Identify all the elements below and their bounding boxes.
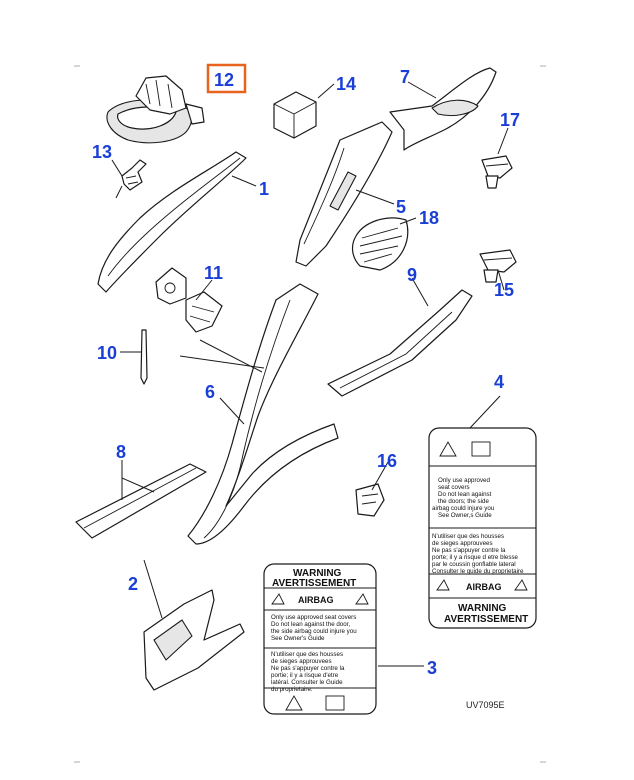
callout-1: 1: [259, 179, 269, 199]
part-16-clip: [355, 483, 385, 517]
label-right-line-2: seat covers: [438, 484, 470, 491]
label-right-line-4: the doors; the side: [438, 498, 489, 505]
callout-8: 8: [116, 442, 126, 462]
label-right-fr-1: N'utiliser que des housses: [432, 533, 504, 540]
label-right-line-3: Do not lean against: [438, 491, 492, 498]
callout-3: 3: [427, 658, 437, 678]
highlight-box-12: [206, 63, 247, 94]
label-right-fr-4: porte; il y a risque d etre blesse: [432, 554, 519, 561]
part-5-b-pillar-upper-trim: [295, 121, 393, 267]
label-left-heading-1: WARNING: [293, 568, 342, 579]
part-17-push-clip: [481, 155, 513, 189]
part-4-warning-label: Only use approved seat covers Do not lea…: [428, 427, 537, 629]
label-left-fr-2: de sieges approuvees: [271, 658, 332, 665]
part-13-clip: [115, 159, 147, 199]
label-right-footer-2: AVERTISSEMENT: [444, 614, 528, 625]
callouts: 1 2 3 4 5 6 7 8 9 10 11 12 13 14 15 16 1…: [92, 67, 520, 678]
part-3-warning-label: WARNING AVERTISSEMENT AIRBAG Only use ap…: [263, 563, 377, 715]
callout-7: 7: [400, 67, 410, 87]
label-left-line-1: Only use approved seat covers: [271, 614, 356, 621]
label-right-line-6: See Owner,s Guide: [438, 512, 492, 519]
callout-11: 11: [204, 263, 223, 283]
callout-12: 12: [214, 70, 234, 90]
crop-marks: [74, 65, 546, 763]
label-left-airbag: AIRBAG: [298, 595, 334, 605]
callout-5: 5: [396, 197, 406, 217]
part-7-upper-trim: [389, 67, 497, 151]
callout-9: 9: [407, 265, 417, 285]
callout-14: 14: [336, 74, 356, 94]
callout-10: 10: [97, 343, 117, 363]
label-right-line-5: airbag could injure you: [432, 505, 495, 512]
label-right-fr-2: de sieges approuvees: [432, 540, 493, 547]
part-6-b-pillar-lower-trim: [187, 283, 339, 545]
label-left-fr-1: N'utiliser que des housses: [271, 651, 343, 658]
part-11-belt-guide: [155, 267, 223, 333]
part-2-lower-trim: [143, 589, 245, 691]
label-right-fr-3: Ne pas s'appuyer contre la: [432, 547, 506, 554]
callout-18: 18: [419, 208, 439, 228]
label-left-fr-3: Ne pas s'appuyer contre la: [271, 665, 345, 672]
part-10-pin: [140, 329, 148, 385]
label-left-fr-5: latéral. Consulter le Guide: [271, 679, 343, 686]
part-14-foam-pad: [273, 91, 317, 139]
label-right-line-1: Only use approved: [438, 477, 490, 484]
part-18-grille: [351, 217, 409, 271]
label-right-fr-5: par le coussin gonflable lateral: [432, 561, 516, 568]
label-left-fr-4: portie; il y a risque d'etre: [271, 672, 339, 679]
leader-lines: [111, 81, 509, 667]
callout-16: 16: [377, 451, 397, 471]
callout-6: 6: [205, 382, 215, 402]
part-12-retractor-cover: [106, 75, 205, 144]
callout-15: 15: [494, 280, 514, 300]
label-left-line-2: Do not lean against the door,: [271, 621, 350, 628]
label-left-line-4: See Owner's Guide: [271, 635, 325, 642]
callout-13: 13: [92, 142, 112, 162]
part-9-sill-trim: [327, 289, 473, 397]
label-right-fr-6: Consulter le guide du proprietaire: [432, 568, 524, 575]
part-8-sill-strip: [75, 463, 207, 539]
part-1-a-pillar-trim: [97, 151, 247, 293]
label-left-line-3: the side airbag could injure you: [271, 628, 357, 635]
label-right-footer-1: WARNING: [458, 603, 507, 614]
label-left-heading-2: AVERTISSEMENT: [272, 578, 356, 589]
label-right-airbag: AIRBAG: [466, 582, 502, 592]
callout-4: 4: [494, 372, 504, 392]
part-15-push-clip: [479, 249, 517, 283]
reference-code: UV7095E: [466, 700, 505, 710]
callout-17: 17: [500, 110, 520, 130]
callout-2: 2: [128, 574, 138, 594]
label-left-fr-6: du proprietaire.: [271, 686, 313, 693]
